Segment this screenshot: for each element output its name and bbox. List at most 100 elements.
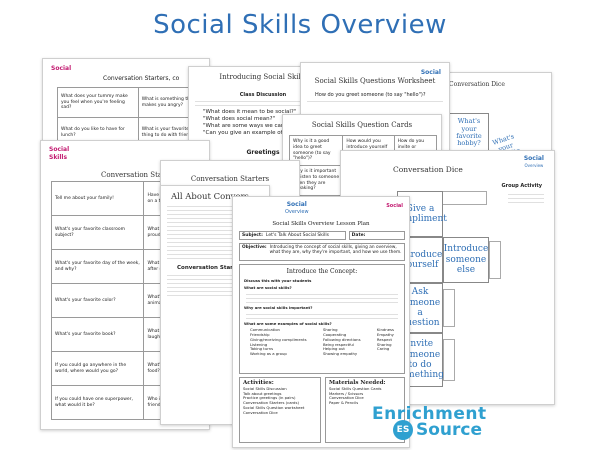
answer-lines: [301, 101, 449, 102]
question-examples: What are some examples of social skills?: [244, 320, 332, 326]
list-item: Caring: [376, 346, 390, 352]
table-cell: What's your favorite classroom subject?: [50, 215, 145, 250]
lesson-plan-sheet: Social Overview Social Social Skills Ove…: [232, 196, 410, 448]
date-label: Date:: [351, 233, 366, 238]
examples-col: Kindness Empathy Respect Sharing Caring: [377, 328, 394, 356]
list-item: Practice greetings (in pairs): [243, 395, 296, 401]
introduce-heading: Introduce the Concept:: [286, 268, 358, 275]
die-flap: [441, 191, 487, 205]
die-face: What's your favorite hobby?: [449, 113, 489, 153]
die-face: Introduce someone else: [443, 237, 489, 283]
list-item: Sharing: [376, 341, 392, 347]
die-flap: [489, 241, 501, 279]
introduce-box: Introduce the Concept: Discuss this with…: [239, 264, 405, 374]
sheet-subheading: Conversation Starter Act: [177, 264, 255, 271]
list-item: Social Skills Discussion: [243, 385, 287, 391]
question-what: What are social skills?: [244, 285, 292, 291]
table-cell: If you could go anywhere in the world, w…: [50, 351, 145, 386]
page-title: Social Skills Overview: [153, 10, 447, 40]
brand-mark: Social: [386, 203, 403, 209]
brand-mark: Social: [51, 65, 72, 72]
activities-box: Activities: Social Skills Discussion Tal…: [239, 377, 321, 443]
list-item: Giving/receiving compliments: [250, 336, 307, 342]
examples-col: Sharing Cooperating Following directions…: [323, 328, 361, 356]
subject-label: Subject:: [242, 233, 263, 238]
sheet-footer-heading: Greetings: [246, 148, 280, 156]
list-item: Being respectful: [322, 341, 354, 347]
brand-mark: Social Overview: [285, 201, 309, 215]
list-item: Conversation Dice: [329, 395, 364, 401]
table-cell: What's your favorite day of the week, an…: [50, 249, 145, 284]
table-cell: What does your tummy make you feel when …: [57, 87, 139, 118]
sheet-heading: Conversation Dice: [393, 165, 463, 174]
question-why: Why are social skills important?: [244, 304, 313, 310]
objective-text: Introducing the concept of social skills…: [269, 245, 402, 256]
materials-label: Materials Needed:: [329, 380, 386, 386]
discuss-text: Discuss this with your students: [244, 277, 312, 283]
list-item: "What are some ways we can use good s: [203, 122, 316, 129]
table-cell: If you could have one superpower, what w…: [50, 385, 145, 420]
list-item: Following directions: [322, 336, 361, 342]
die-flap: [443, 289, 455, 327]
table-cell: Tell me about your family!: [50, 181, 145, 216]
text-lines: [161, 205, 269, 259]
list-item: Paper & Pencils: [329, 400, 359, 406]
materials-box: Materials Needed: Social Skills Question…: [325, 377, 405, 443]
source-logo: ES Source: [393, 420, 482, 440]
text-lines: [161, 274, 269, 296]
subject-field: Subject: Let's Talk About Social Skills: [239, 231, 346, 240]
table-cell: What's your favorite color?: [50, 283, 145, 318]
list-item: Helping out: [322, 346, 345, 352]
objective-label: Objective:: [242, 245, 267, 250]
sheet-heading: Conversation Dice: [449, 81, 505, 88]
list-item: "What does social mean?": [203, 115, 276, 122]
subject-value: Let's Talk About Social Skills: [265, 233, 329, 238]
examples-columns: Communication Friendship Giving/receivin…: [244, 328, 400, 356]
list-item: "What does it mean to be social?": [203, 109, 297, 115]
sheet-heading: Conversation Starters: [101, 171, 180, 179]
text-lines: [240, 293, 404, 303]
list-item: Cooperating: [322, 332, 347, 338]
sheet-heading: Conversation Starters, co: [103, 75, 180, 82]
date-field: Date:: [348, 231, 405, 240]
list-item: Taking turns: [250, 346, 274, 352]
list-item: Kindness: [376, 327, 394, 333]
worksheet-question: How do you greet someone (to say "hello"…: [315, 91, 426, 98]
sheet-subheading: Class Discussion: [239, 91, 287, 98]
objective-box: Objective: Introducing the concept of so…: [239, 243, 405, 261]
brand-mark: Social: [420, 69, 441, 76]
discussion-list: "What does it mean to be social?" "What …: [189, 109, 337, 137]
die-flap: [443, 339, 455, 381]
list-item: Conversation Dice: [243, 409, 278, 415]
list-item: Friendship: [250, 332, 270, 338]
list-item: Conversation Starters (cards): [243, 400, 299, 406]
lesson-plan-heading: Social Skills Overview Lesson Plan: [272, 221, 370, 227]
sheet-heading: All About Convers: [171, 192, 249, 202]
list-item: Markers / Scissors: [329, 390, 364, 396]
brand-mark: Social Skills: [49, 146, 70, 161]
source-logo-text: Source: [416, 420, 483, 440]
sheet-heading: Introducing Social Skills: [219, 73, 307, 81]
table-cell: What's your favorite book?: [50, 317, 145, 352]
list-item: Social Skills Question worksheet: [243, 404, 305, 410]
es-badge-icon: ES: [393, 420, 413, 440]
list-item: Communication: [250, 327, 280, 333]
text-lines: [240, 313, 404, 319]
list-item: Working as a group: [250, 351, 287, 357]
enrichment-logo-text: Enrichment: [372, 404, 487, 424]
list-item: Empathy: [376, 332, 394, 338]
list-item: Sharing: [322, 327, 338, 333]
sheet-heading: Social Skills Question Cards: [311, 121, 413, 129]
list-item: Talk about greetings: [243, 390, 282, 396]
group-activity-label: Group Activity: [501, 183, 542, 189]
list-item: Social Skills Question Cards: [329, 385, 382, 391]
group-activity-lines: [502, 191, 550, 206]
brand-mark: Social Overview: [523, 155, 544, 168]
list-item: Showing empathy: [322, 351, 358, 357]
list-item: "Can you give an example of using soci: [203, 129, 312, 136]
list-item: Listening: [250, 341, 268, 347]
sheet-heading: Conversation Starters: [190, 175, 270, 183]
sheet-heading: Social Skills Questions Worksheet: [314, 77, 436, 85]
activities-label: Activities:: [243, 380, 274, 386]
examples-col: Communication Friendship Giving/receivin…: [250, 328, 307, 356]
